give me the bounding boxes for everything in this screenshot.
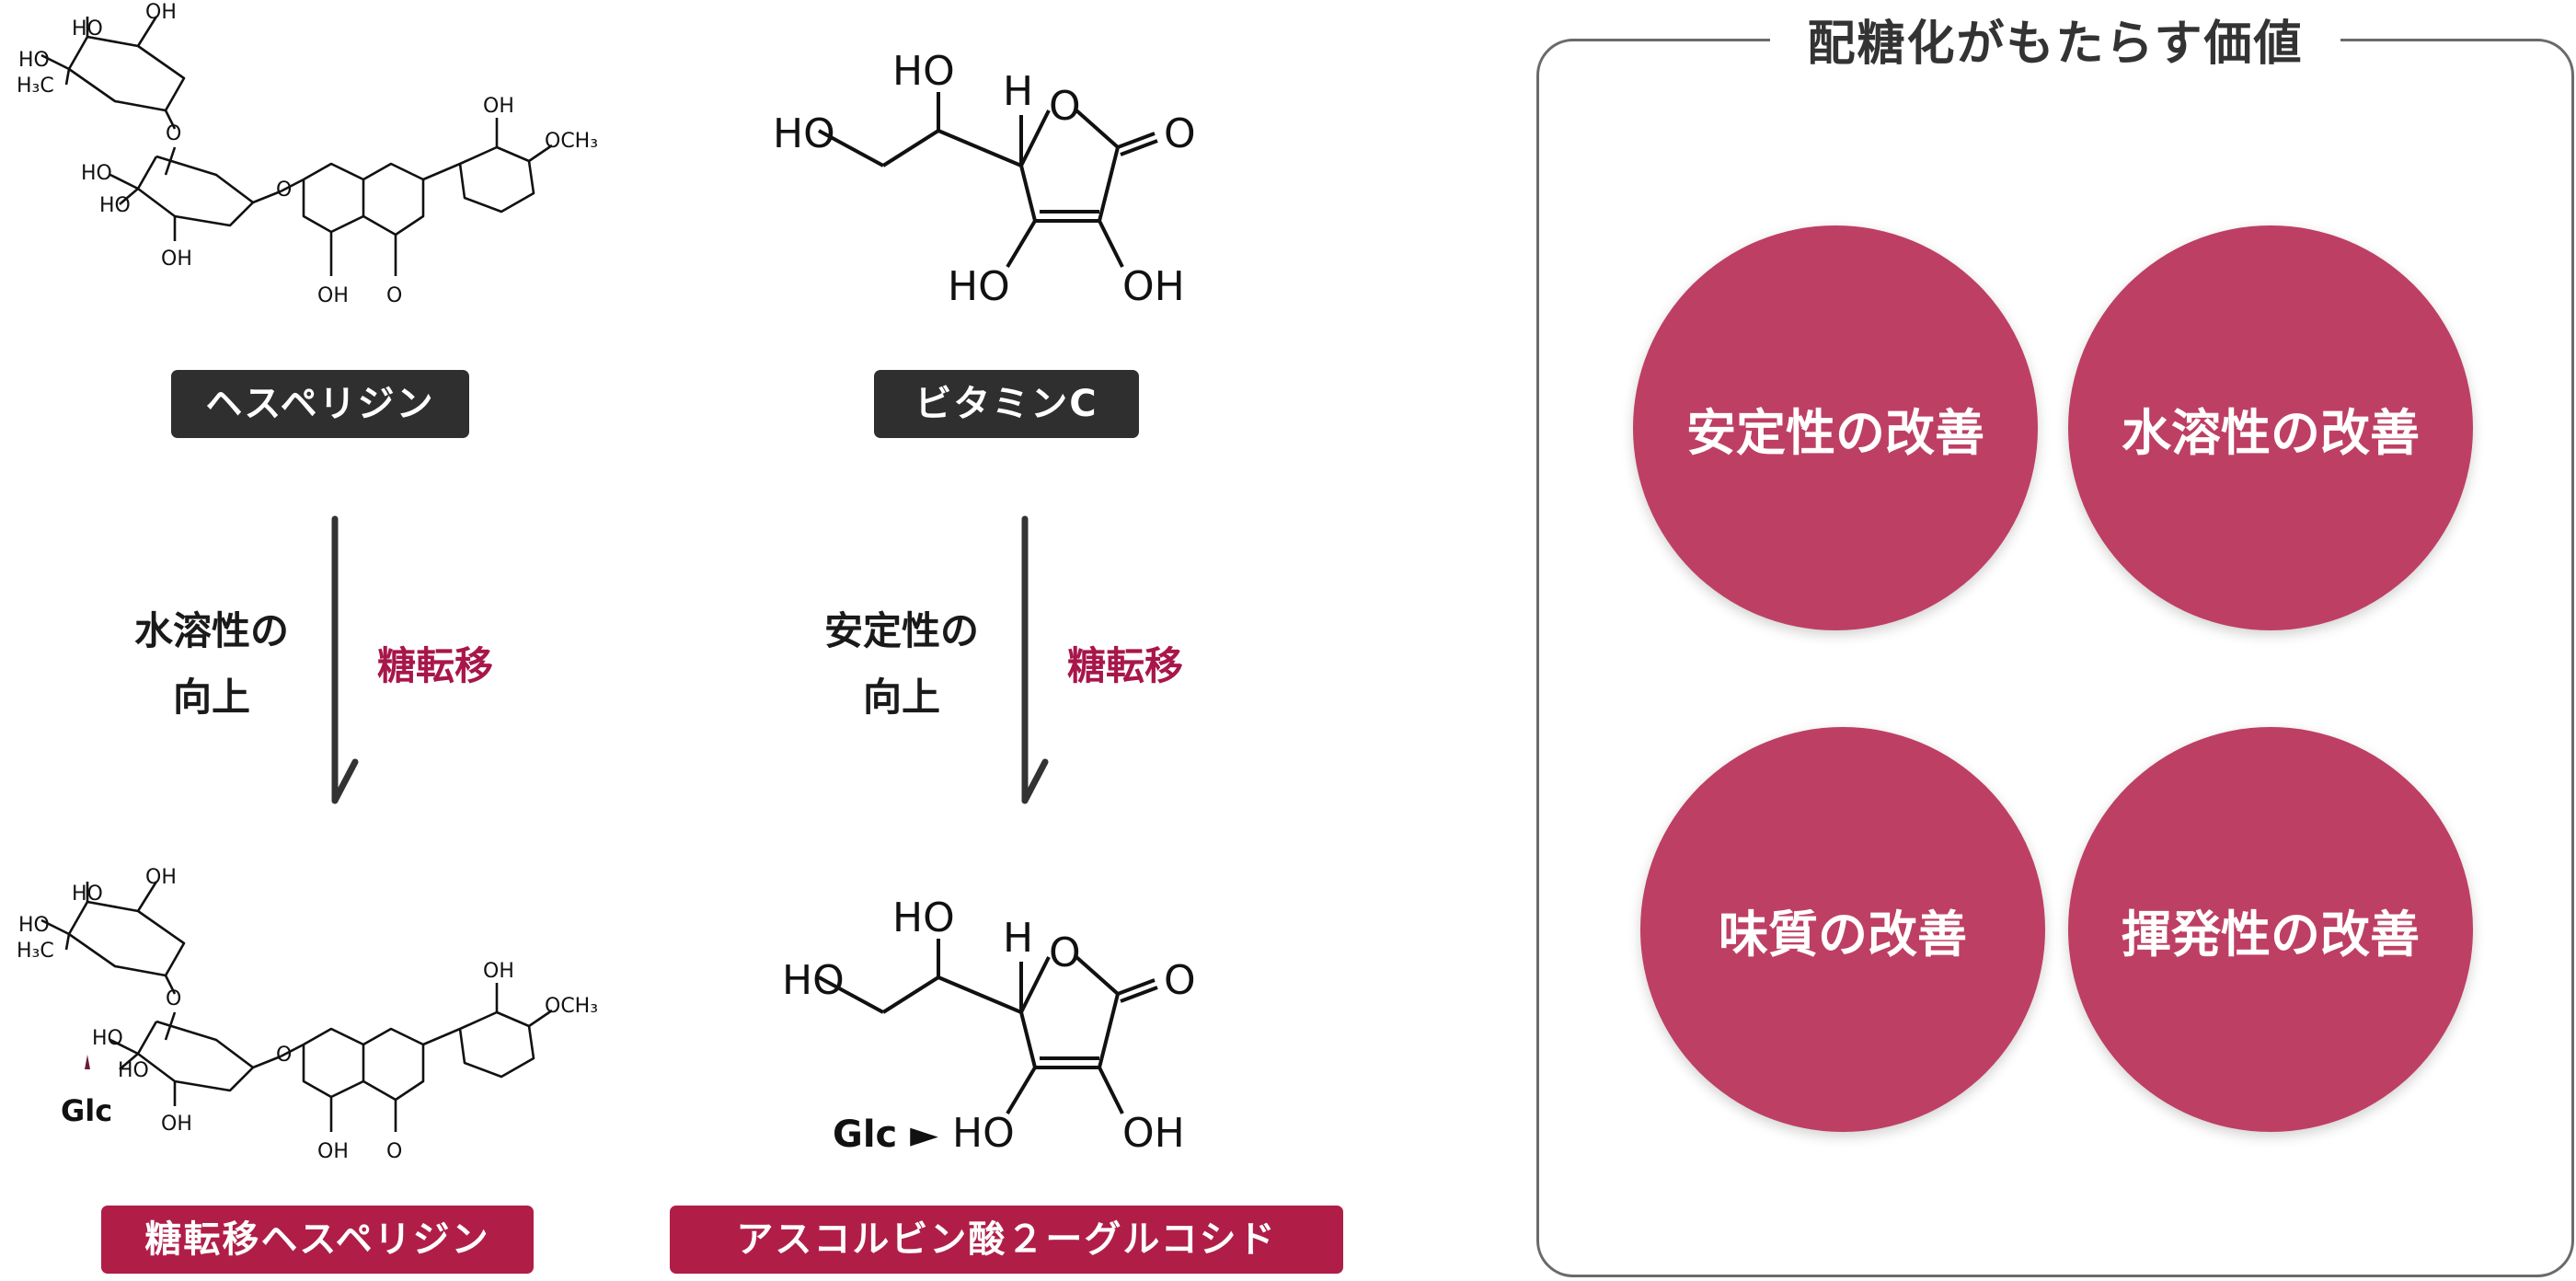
atom-label: HO <box>782 957 845 1004</box>
atom-label: OH <box>1122 263 1185 310</box>
atom-label: HO <box>892 894 955 941</box>
atom-label: H <box>1003 915 1033 962</box>
atom-label: OH <box>317 1140 349 1163</box>
atom-label: HO <box>72 17 103 40</box>
atom-label: H <box>1003 68 1033 115</box>
atom-label: OH <box>145 1 177 24</box>
atom-label: OH <box>483 95 514 118</box>
left-process-label: 糖転移 <box>377 643 494 688</box>
glycosyl-hesperidin-structure: HO HO OH H₃C O HO HO OH O OH O OH OCH₃ G… <box>17 866 598 1163</box>
right-process-label: 糖転移 <box>1067 643 1184 688</box>
atom-label: O <box>1164 110 1196 157</box>
glc-tag: Glc <box>61 1093 112 1128</box>
left-effect-note: 水溶性の 向上 <box>110 598 313 731</box>
note-line: 向上 <box>862 675 940 720</box>
ascorbic-glucoside-structure: HO HO H O O HO OH Glc ► <box>782 894 1196 1157</box>
atom-label: HO <box>773 110 835 157</box>
atom-label: O <box>1049 83 1081 130</box>
right-effect-note: 安定性の 向上 <box>800 598 1003 731</box>
atom-label: O <box>166 987 181 1010</box>
atom-label: OCH₃ <box>545 130 598 153</box>
atom-label: HO <box>92 1027 123 1050</box>
atom-label: H₃C <box>17 940 54 963</box>
glc-tag: Glc ► <box>833 1114 938 1156</box>
value-panel <box>1536 39 2574 1277</box>
atom-label: HO <box>18 49 50 72</box>
atom-label: OH <box>145 866 177 889</box>
atom-label: O <box>276 179 292 202</box>
left-arrow <box>331 515 359 804</box>
value-panel-title: 配糖化がもたらす価値 <box>1770 7 2340 81</box>
hesperidin-label: ヘスペリジン <box>171 370 469 438</box>
atom-label: HO <box>81 162 112 185</box>
vitamin-c-structure: HO HO H O O HO OH <box>773 48 1196 310</box>
atom-label: OH <box>483 960 514 983</box>
atom-label: HO <box>72 883 103 906</box>
atom-label: HO <box>948 263 1010 310</box>
ascorbic-glucoside-label: アスコルビン酸２ーグルコシド <box>670 1206 1343 1274</box>
atom-label: O <box>166 122 181 145</box>
atom-label: HO <box>18 914 50 937</box>
atom-label: OH <box>161 1113 192 1136</box>
atom-label: HO <box>952 1110 1015 1157</box>
benefit-taste: 味質の改善 <box>1640 727 2045 1132</box>
note-line: 水溶性の <box>133 608 289 653</box>
atom-label: OH <box>317 284 349 307</box>
atom-label: O <box>1164 957 1196 1004</box>
atom-label: OH <box>1122 1110 1185 1157</box>
atom-label: HO <box>118 1059 149 1082</box>
note-line: 向上 <box>172 675 250 720</box>
right-arrow <box>1021 515 1049 804</box>
glycosyl-hesperidin-label: 糖転移ヘスペリジン <box>101 1206 534 1274</box>
benefit-stability: 安定性の改善 <box>1633 225 2038 630</box>
atom-label: HO <box>99 194 131 217</box>
benefit-volatility: 揮発性の改善 <box>2068 727 2473 1132</box>
atom-label: H₃C <box>17 75 54 98</box>
vitamin-c-label: ビタミンC <box>874 370 1139 438</box>
atom-label: O <box>276 1044 292 1067</box>
atom-label: O <box>386 284 402 307</box>
atom-label: OCH₃ <box>545 995 598 1018</box>
note-line: 安定性の <box>823 608 979 653</box>
atom-label: OH <box>161 248 192 271</box>
atom-label: O <box>386 1140 402 1163</box>
atom-label: HO <box>892 48 955 95</box>
atom-label: O <box>1049 929 1081 976</box>
hesperidin-structure: HO HO OH H₃C O HO HO OH O OH O OH OCH₃ <box>17 1 598 307</box>
benefit-solubility: 水溶性の改善 <box>2068 225 2473 630</box>
